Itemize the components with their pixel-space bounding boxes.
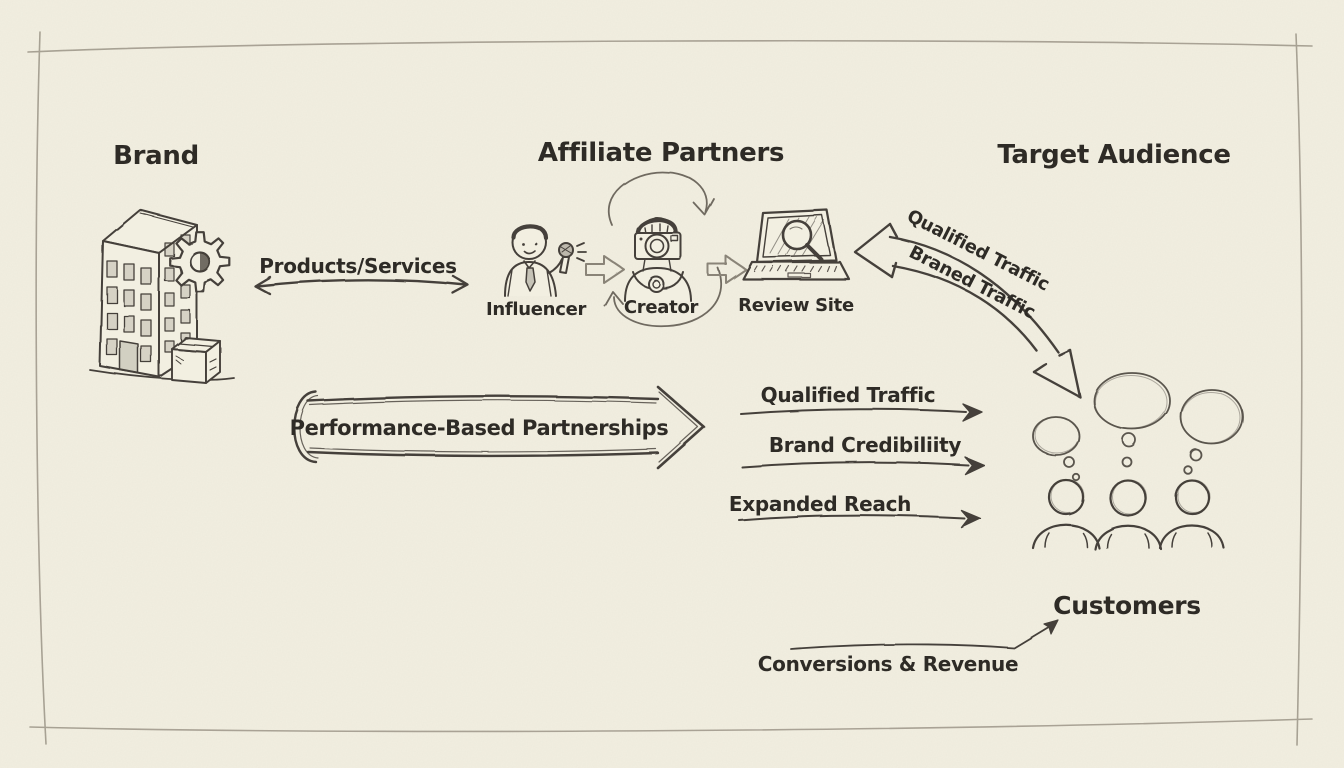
review-site-laptop-icon <box>741 208 851 281</box>
affiliate-partners-title: Affiliate Partners <box>537 138 785 168</box>
benefit-expanded-reach-label: Expanded Reach <box>728 492 912 516</box>
influencer-label: Influencer <box>485 299 587 320</box>
performance-arrow <box>293 385 706 470</box>
products-services-arrow <box>253 274 470 296</box>
box-icon <box>171 337 221 384</box>
microphone-icon <box>558 242 574 274</box>
thought-bubbles-icon <box>1032 372 1244 482</box>
cycle-arrows-icon <box>604 171 723 328</box>
influencer-icon <box>504 223 587 297</box>
step-arrow-icon <box>585 255 625 284</box>
step-arrow-icon <box>707 255 747 284</box>
brand-title: Brand <box>113 141 199 171</box>
gear-icon <box>169 231 231 293</box>
audience-figures-icon <box>1031 478 1226 551</box>
creator-label: Creator <box>623 297 699 318</box>
conversions-arrow <box>790 619 1059 650</box>
performance-partnerships-label: Performance-Based Partnerships <box>289 416 669 440</box>
camera-icon <box>634 232 682 260</box>
creator-icon <box>624 217 692 302</box>
benefit-qualified-traffic-label: Qualified Traffic <box>760 383 936 407</box>
benefit-arrows <box>738 403 985 528</box>
review-site-label: Review Site <box>738 295 854 316</box>
products-services-label: Products/Services <box>259 254 457 278</box>
traffic-curved-arrow <box>853 222 1082 399</box>
magnifier-icon <box>781 219 823 261</box>
sound-sparkle-icon <box>576 242 587 262</box>
border-frame <box>27 31 1313 746</box>
customers-title: Customers <box>1053 591 1201 620</box>
conversions-revenue-label: Conversions & Revenue <box>757 652 1019 676</box>
benefit-brand-credibility-label: Brand Credibiliity <box>768 433 962 457</box>
target-audience-title: Target Audience <box>997 140 1231 170</box>
